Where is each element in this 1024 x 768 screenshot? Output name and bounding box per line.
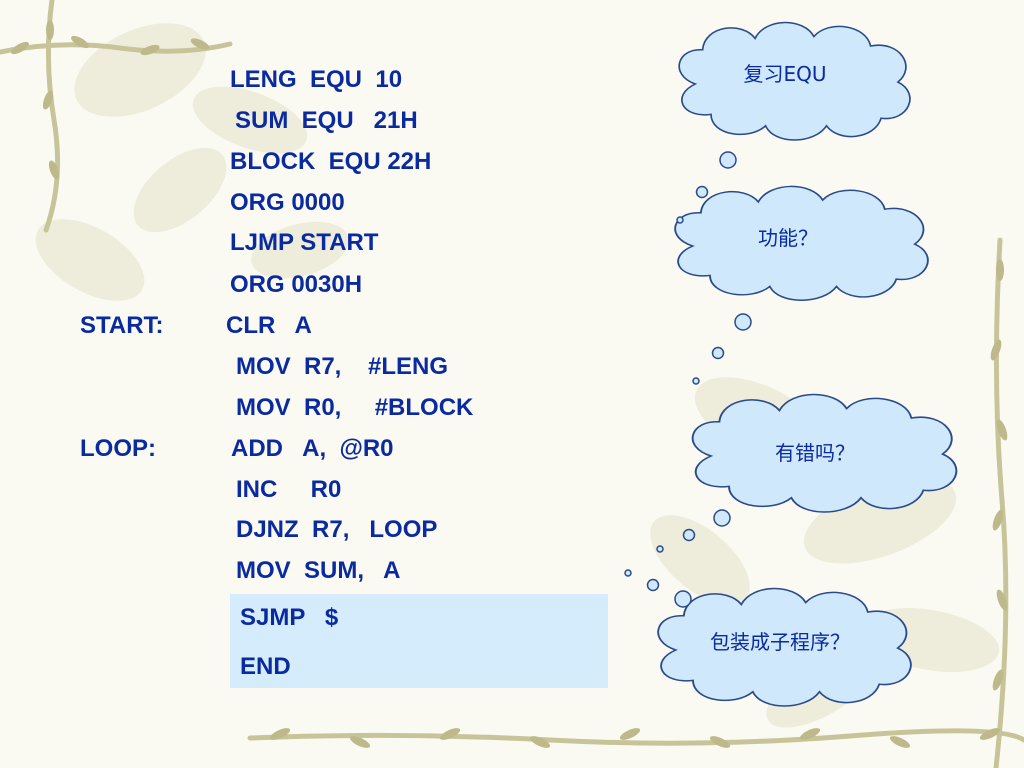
bubble	[656, 545, 664, 553]
cloud-text-any-error: 有错吗？	[775, 441, 855, 465]
code-line: DJNZ R7, LOOP	[236, 516, 438, 543]
code-line: LJMP START	[230, 229, 379, 256]
bubble	[674, 590, 692, 608]
code-line: LENG EQU 10	[230, 66, 403, 93]
code-line: ADD A, @R0	[231, 435, 394, 462]
highlight-box	[230, 594, 608, 688]
bubble	[719, 151, 737, 169]
code-line: INC R0	[236, 476, 342, 503]
bubble	[734, 313, 752, 331]
code-line: MOV SUM, A	[236, 557, 401, 584]
bubble	[692, 377, 700, 385]
code-line: END	[240, 653, 291, 680]
bubble	[646, 578, 660, 592]
label-loop: LOOP:	[80, 435, 156, 462]
code-line: SUM EQU 21H	[235, 107, 418, 134]
bubble	[676, 216, 684, 224]
bubble	[624, 569, 632, 577]
bubble	[695, 185, 709, 199]
bubble	[682, 528, 696, 542]
cloud-text-function: 功能？	[758, 226, 818, 250]
code-line: MOV R0, #BLOCK	[236, 394, 474, 421]
bubble	[713, 509, 731, 527]
code-line: MOV R7, #LENG	[236, 353, 449, 380]
bubble	[711, 346, 725, 360]
label-start: START:	[80, 312, 164, 339]
code-line: SJMP $	[240, 604, 339, 631]
code-line: CLR A	[226, 312, 312, 339]
cloud-text-package-subroutine: 包装成子程序？	[710, 630, 850, 654]
code-line: BLOCK EQU 22H	[230, 148, 432, 175]
code-line: ORG 0000	[230, 189, 345, 216]
code-line: ORG 0030H	[230, 271, 363, 298]
cloud-text-review-equ: 复习EQU	[743, 62, 827, 86]
